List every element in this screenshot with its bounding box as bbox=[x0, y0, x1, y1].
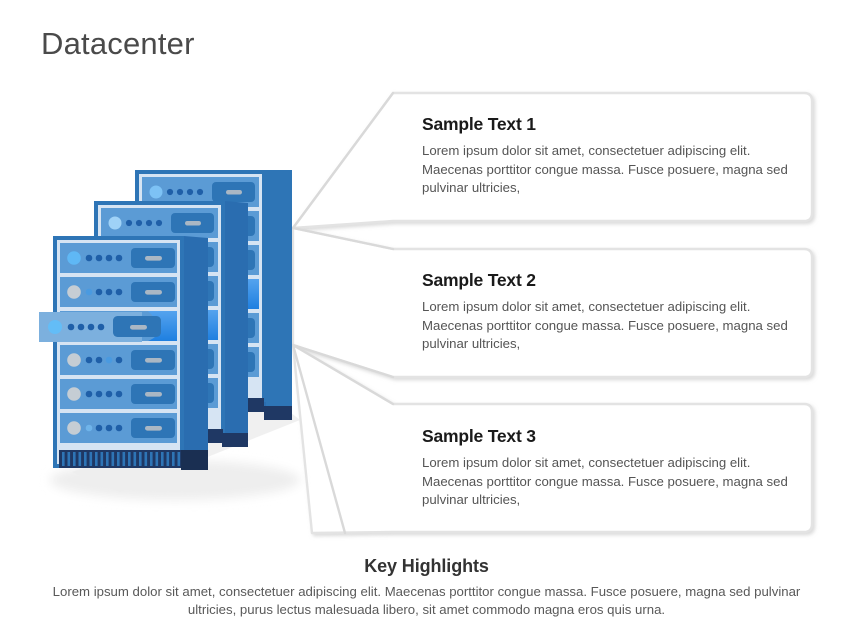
power-led-icon bbox=[48, 320, 62, 334]
callout-1-heading: Sample Text 1 bbox=[422, 114, 536, 134]
callout-3-body: Lorem ipsum dolor sit amet, consectetuer… bbox=[422, 455, 788, 507]
key-highlights-section: Key Highlights Lorem ipsum dolor sit ame… bbox=[0, 556, 853, 619]
leader-lines bbox=[291, 91, 395, 535]
rack-front-units bbox=[39, 243, 177, 443]
callout-shape-2[interactable] bbox=[291, 226, 814, 379]
callout-connectors bbox=[291, 91, 814, 535]
rack-stack-right-pillar bbox=[266, 170, 292, 420]
callout-1-body: Lorem ipsum dolor sit amet, consectetuer… bbox=[422, 143, 788, 195]
rack-vent-slots bbox=[62, 452, 181, 466]
power-led-icon bbox=[67, 251, 81, 265]
callout-2-body: Lorem ipsum dolor sit amet, consectetuer… bbox=[422, 299, 788, 351]
callout-shape-3[interactable] bbox=[291, 343, 814, 535]
server-unit bbox=[60, 243, 177, 273]
callout-2[interactable]: Sample Text 2 Lorem ipsum dolor sit amet… bbox=[422, 270, 802, 354]
rack-base bbox=[59, 450, 184, 468]
callout-1[interactable]: Sample Text 1 Lorem ipsum dolor sit amet… bbox=[422, 114, 802, 198]
callout-2-heading: Sample Text 2 bbox=[422, 270, 536, 290]
server-unit-extended bbox=[39, 311, 177, 342]
callout-3[interactable]: Sample Text 3 Lorem ipsum dolor sit amet… bbox=[422, 426, 802, 510]
callout-shape-1[interactable] bbox=[291, 91, 814, 230]
server-unit bbox=[60, 345, 177, 375]
key-highlights-body: Lorem ipsum dolor sit amet, consectetuer… bbox=[52, 584, 801, 617]
server-unit bbox=[60, 413, 177, 443]
page-title: Datacenter bbox=[41, 26, 195, 61]
server-rack-front bbox=[39, 236, 208, 470]
key-highlights-title: Key Highlights bbox=[364, 556, 489, 576]
server-unit bbox=[60, 277, 177, 307]
server-rack-illustration bbox=[39, 170, 300, 500]
callout-3-heading: Sample Text 3 bbox=[422, 426, 536, 446]
server-unit bbox=[60, 379, 177, 409]
